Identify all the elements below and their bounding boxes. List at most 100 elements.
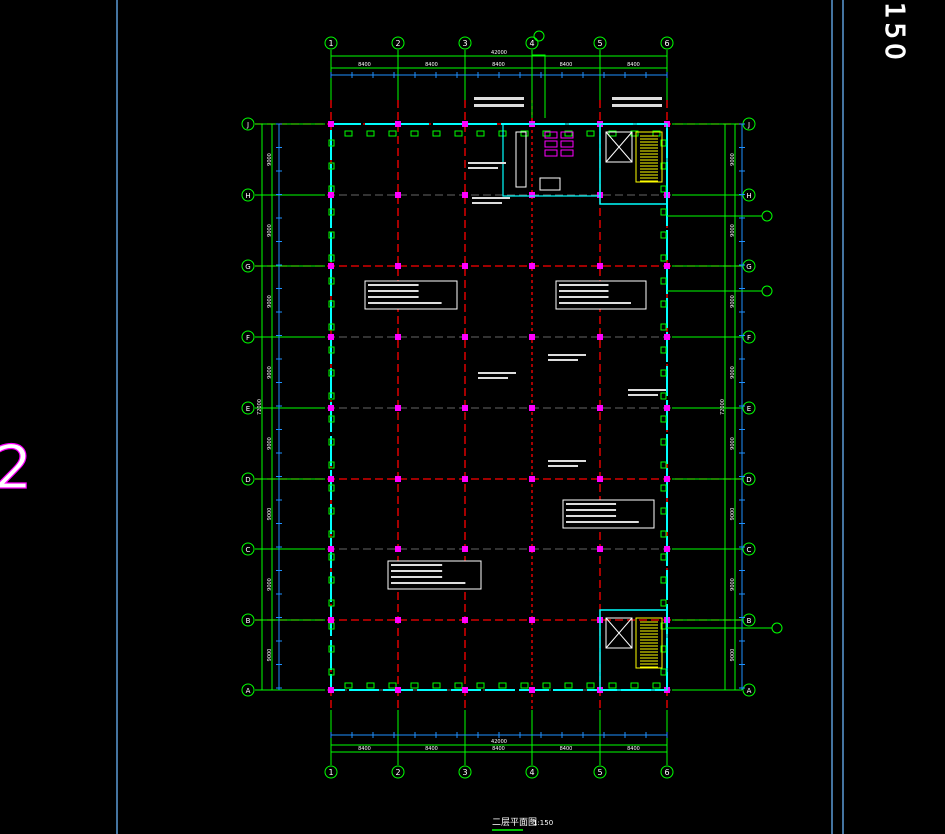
columns — [328, 121, 670, 693]
window-marker — [660, 553, 667, 561]
window-marker — [660, 254, 667, 262]
window-marker — [328, 438, 335, 446]
structural-column — [462, 121, 468, 127]
structural-column — [529, 476, 535, 482]
window-marker — [344, 682, 353, 689]
window-marker — [328, 300, 335, 308]
window-marker — [366, 682, 375, 689]
structural-column — [395, 121, 401, 127]
window-marker — [410, 130, 419, 137]
sheet-frame — [116, 0, 844, 834]
structural-column — [328, 617, 334, 623]
note-text-line — [368, 284, 419, 286]
axis-label: F — [747, 334, 751, 342]
axis-bubble — [241, 472, 255, 486]
window-marker — [564, 682, 573, 689]
window-marker — [660, 208, 667, 216]
window-marker — [660, 599, 667, 607]
window-marker — [388, 682, 397, 689]
structural-column — [597, 476, 603, 482]
annotation-text — [548, 354, 586, 356]
window-marker — [328, 415, 335, 423]
axis-label: E — [246, 405, 250, 413]
note-text-line — [566, 515, 617, 517]
axis-bubble — [660, 765, 674, 779]
structural-column — [529, 405, 535, 411]
window-marker — [344, 130, 353, 137]
window-marker — [660, 461, 667, 469]
axis-bubble — [241, 401, 255, 415]
window-marker — [520, 130, 529, 137]
structural-column — [462, 334, 468, 340]
section-bubble — [533, 30, 545, 42]
axis-label: 4 — [529, 768, 534, 777]
window-marker — [328, 346, 335, 354]
axis-label: B — [246, 617, 251, 625]
elevator-cross — [605, 131, 633, 163]
axis-label: B — [747, 617, 752, 625]
annotation-text — [628, 394, 658, 396]
window-marker — [660, 668, 667, 676]
annotation-text — [468, 167, 498, 169]
walls — [328, 123, 668, 691]
annotation-text — [478, 377, 508, 379]
structural-column — [328, 192, 334, 198]
axis-bubble — [241, 542, 255, 556]
axis-label: 5 — [597, 768, 602, 777]
stair-core-wall — [599, 609, 668, 691]
window-marker — [660, 576, 667, 584]
dimension-bay-text: 9000 — [730, 153, 736, 166]
axis-bubble — [241, 613, 255, 627]
annotation-text — [628, 389, 666, 391]
window-marker — [328, 139, 335, 147]
window-marker — [388, 130, 397, 137]
annotation-text — [548, 460, 586, 462]
structural-column — [462, 192, 468, 198]
axis-bubble — [241, 117, 255, 131]
detail-bubble — [761, 285, 773, 297]
axis-bubble — [525, 765, 539, 779]
axis-label: 3 — [462, 768, 467, 777]
window-marker — [660, 507, 667, 515]
axis-label: G — [746, 263, 751, 271]
window-marker — [328, 507, 335, 515]
sheet-scale-label: 150 — [879, 2, 909, 64]
axis-label: H — [245, 192, 250, 200]
dimension-bay-text: 9000 — [267, 366, 273, 379]
dimension-bay-text: 9000 — [730, 578, 736, 591]
window-marker — [660, 530, 667, 538]
axis-label: 1 — [328, 768, 333, 777]
note-text-line — [368, 302, 442, 304]
axis-label: D — [746, 476, 751, 484]
toilet-partition — [515, 131, 527, 188]
axis-bubble — [742, 472, 756, 486]
annotation-text — [468, 162, 506, 164]
axis-label: 2 — [395, 39, 400, 48]
window-marker — [328, 208, 335, 216]
note-text-line — [566, 503, 617, 505]
axis-bubble — [525, 36, 539, 50]
axis-label: C — [747, 546, 752, 554]
window-marker — [328, 599, 335, 607]
dimension-bay-text: 9000 — [267, 649, 273, 662]
structural-column — [395, 617, 401, 623]
axis-label: 2 — [395, 768, 400, 777]
dimension-overall-text: 42000 — [491, 50, 507, 56]
dimension-bay-text: 8400 — [358, 62, 371, 68]
annotation-text — [612, 104, 662, 107]
window-marker — [660, 277, 667, 285]
structural-column — [395, 405, 401, 411]
axis-bubble — [742, 259, 756, 273]
structural-column — [395, 334, 401, 340]
note-text-line — [566, 521, 639, 523]
window-marker — [328, 369, 335, 377]
structural-column — [529, 263, 535, 269]
annotation-text — [612, 97, 662, 100]
window-marker — [454, 682, 463, 689]
axis-bubble — [660, 36, 674, 50]
axis-bubble — [742, 613, 756, 627]
stair-flight — [635, 617, 663, 669]
axis-label: H — [746, 192, 751, 200]
structural-column — [462, 687, 468, 693]
